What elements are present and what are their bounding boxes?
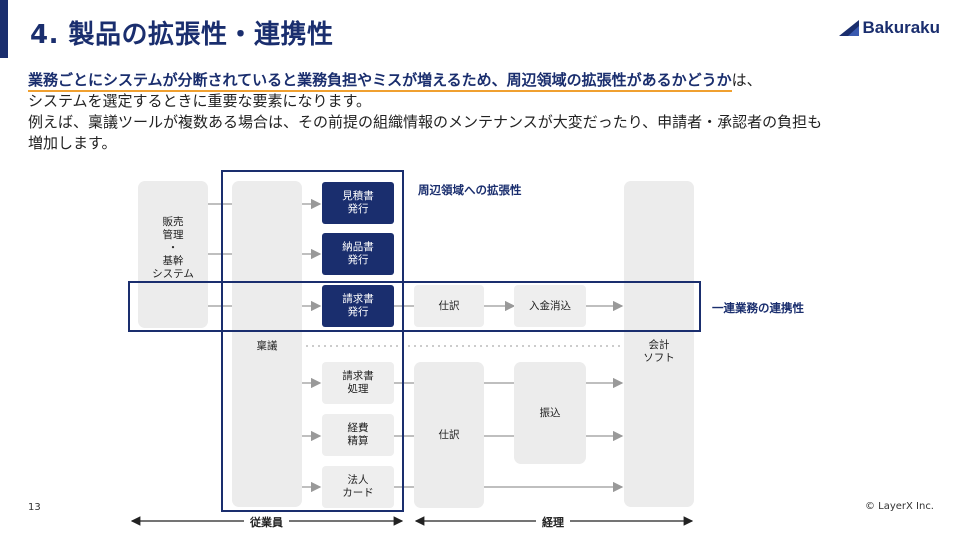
payment-matching-box: 入金消込 bbox=[514, 285, 586, 327]
body-text: 業務ごとにシステムが分断されていると業務負担やミスが増えるため、周辺領域の拡張性… bbox=[28, 70, 938, 154]
quote-issue-box: 見積書 発行 bbox=[322, 182, 394, 224]
bakuraku-logo: Bakuraku bbox=[838, 18, 940, 38]
copyright: © LayerX Inc. bbox=[864, 501, 934, 512]
page-number: 13 bbox=[28, 502, 41, 513]
body-line-2: システムを選定するときに重要な要素になります。 bbox=[28, 92, 372, 110]
body-line-4: 増加します。 bbox=[28, 134, 117, 152]
expense-settlement-box: 経費 精算 bbox=[322, 414, 394, 456]
accounting-software-box bbox=[624, 181, 694, 507]
body-line-3: 例えば、稟議ツールが複数ある場合は、その前提の組織情報のメンテナンスが大変だった… bbox=[28, 113, 823, 131]
sales-system-label: 販売 管理 ・ 基幹 システム bbox=[152, 216, 194, 280]
line1-suffix: は、 bbox=[731, 71, 762, 89]
page-title: 4. 製品の拡張性・連携性 bbox=[30, 20, 334, 50]
accounting-software-label: 会計 ソフト bbox=[643, 339, 675, 364]
delivery-note-issue-box: 納品書 発行 bbox=[322, 233, 394, 275]
invoice-issue-box: 請求書 発行 bbox=[322, 285, 394, 327]
integration-annotation: 一連業務の連携性 bbox=[712, 301, 804, 315]
peripheral-expansion-annotation: 周辺領域への拡張性 bbox=[418, 183, 522, 197]
corporate-card-box: 法人 カード bbox=[322, 466, 394, 508]
journal-entry-top-box: 仕訳 bbox=[414, 285, 484, 327]
peripheral-expansion-outline bbox=[221, 170, 404, 512]
body-line-1: 業務ごとにシステムが分断されていると業務負担やミスが増えるため、周辺領域の拡張性… bbox=[28, 70, 938, 92]
accounting-dept-label: 経理 bbox=[536, 514, 570, 530]
ringi-label: 稟議 bbox=[256, 340, 278, 352]
highlight-text: 業務ごとにシステムが分断されていると業務負担やミスが増えるため、周辺領域の拡張性… bbox=[28, 71, 732, 92]
integration-outline bbox=[128, 281, 701, 332]
bank-transfer-box: 振込 bbox=[514, 362, 586, 464]
title-accent-bar bbox=[0, 0, 8, 58]
sales-system-box bbox=[138, 181, 208, 328]
logo-text: Bakuraku bbox=[862, 18, 940, 37]
journal-entry-bottom-box: 仕訳 bbox=[414, 362, 484, 508]
invoice-processing-box: 請求書 処理 bbox=[322, 362, 394, 404]
ringi-box bbox=[232, 181, 302, 507]
employees-label: 従業員 bbox=[244, 514, 289, 530]
logo-triangle-icon bbox=[838, 20, 859, 36]
